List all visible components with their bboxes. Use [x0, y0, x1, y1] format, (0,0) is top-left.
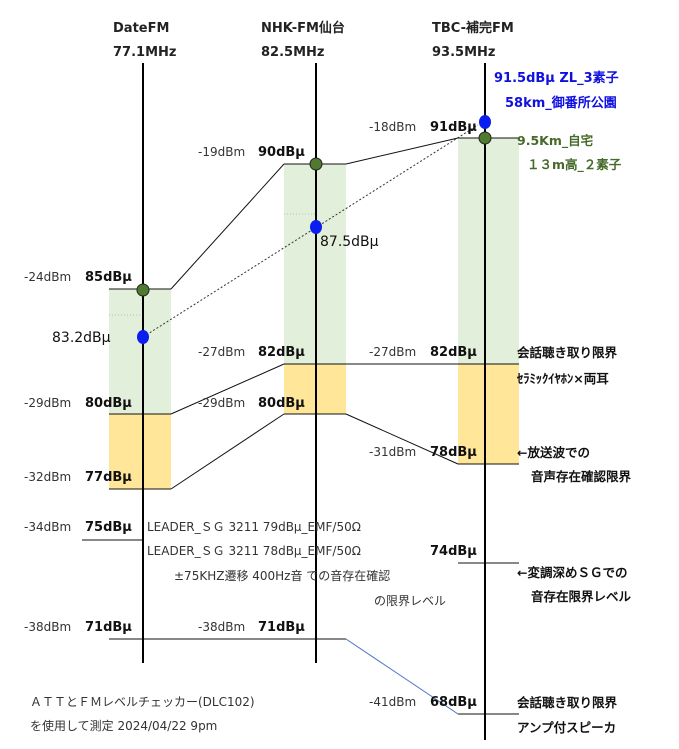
zl-location-label: 58km_御番所公園	[505, 95, 617, 111]
note-speaker-type: アンプ付スピーカ	[517, 720, 616, 735]
dbu-label: 75dBμ	[85, 520, 132, 535]
dbm-label: -24dBm	[24, 270, 71, 284]
speaker-blue-line	[345, 638, 459, 715]
dbu-label: 77dBμ	[85, 470, 132, 485]
date-yellow-band	[109, 414, 171, 489]
sg-note: LEADER_ＳＧ 3211 79dBμ_EMF/50Ω	[147, 520, 361, 534]
dbm-label: -27dBm	[369, 345, 416, 359]
dbu-label: 71dBμ	[85, 620, 132, 635]
dbu-label: 74dBμ	[430, 544, 477, 559]
note-earphone-limit: 会話聴き取り限界	[517, 345, 618, 360]
dbm-label: -38dBm	[198, 620, 245, 634]
note-broadcast: ←放送波での	[517, 445, 590, 460]
dbm-label: -31dBm	[369, 445, 416, 459]
note-broadcast-limit: 音声存在確認限界	[531, 469, 632, 484]
dbm-label: -34dBm	[24, 520, 71, 534]
station-name: TBC-補完FM	[432, 20, 514, 36]
dbm-label: -29dBm	[24, 396, 71, 410]
nhk-zl-value: 87.5dBμ	[320, 234, 379, 250]
dbu-label: 90dBμ	[258, 145, 305, 160]
station-name: NHK-FM仙台	[261, 20, 345, 36]
note-sg: ←変調深めＳＧでの	[517, 565, 627, 580]
dbm-label: -27dBm	[198, 345, 245, 359]
dbu-label: 85dBμ	[85, 270, 132, 285]
date-green-band	[109, 289, 171, 414]
sg-note: ±75KHZ遷移 400Hz音 での音存在確認	[174, 568, 390, 583]
date-zl-dot	[137, 330, 149, 344]
dbm-label: -18dBm	[369, 120, 416, 134]
dbu-label: 80dBμ	[85, 396, 132, 411]
zl-antenna-label: 91.5dBμ ZL_3素子	[494, 70, 619, 86]
dbu-label: 78dBμ	[430, 445, 477, 460]
dbu-label: 82dBμ	[258, 345, 305, 360]
nhk-home-dot	[309, 157, 323, 171]
dbm-label: -38dBm	[24, 620, 71, 634]
date-home-dot	[136, 283, 150, 297]
dbu-label: 68dBμ	[430, 695, 477, 710]
sg-note: LEADER_ＳＧ 3211 78dBμ_EMF/50Ω	[147, 544, 361, 558]
station-name: DateFM	[113, 21, 169, 36]
note-sg-limit: 音存在限界レベル	[531, 589, 632, 604]
home-antenna-label: １３m高_２素子	[527, 157, 622, 173]
date-zl-value: 83.2dBμ	[52, 330, 111, 346]
footer-note: を使用して測定 2024/04/22 9pm	[30, 718, 217, 733]
dbm-label: -41dBm	[369, 695, 416, 709]
dbu-label: 91dBμ	[430, 120, 477, 135]
station-freq: 82.5MHz	[261, 45, 324, 60]
dbu-label: 71dBμ	[258, 620, 305, 635]
dbu-label: 82dBμ	[430, 345, 477, 360]
dbu-label: 80dBμ	[258, 396, 305, 411]
note-speaker-limit: 会話聴き取り限界	[517, 695, 618, 710]
tbc-yellow-band	[458, 364, 519, 464]
home-location-label: 9.5Km_自宅	[517, 133, 594, 149]
tbc-zl-dot	[479, 115, 491, 129]
footer-note: ＡＴＴとＦＭレベルチェッカー(DLC102)	[30, 695, 255, 709]
station-freq: 93.5MHz	[432, 45, 495, 60]
sg-note: の限界レベル	[374, 594, 446, 608]
tbc-green-band	[458, 138, 519, 364]
dbm-label: -19dBm	[198, 145, 245, 159]
nhk-zl-dot	[310, 220, 322, 234]
dbm-label: -29dBm	[198, 396, 245, 410]
station-freq: 77.1MHz	[113, 45, 176, 60]
note-earphone-type: ｾﾗﾐｯｸｲﾔﾎﾝ×両耳	[516, 371, 609, 386]
tbc-home-dot	[478, 131, 492, 145]
dbm-label: -32dBm	[24, 470, 71, 484]
